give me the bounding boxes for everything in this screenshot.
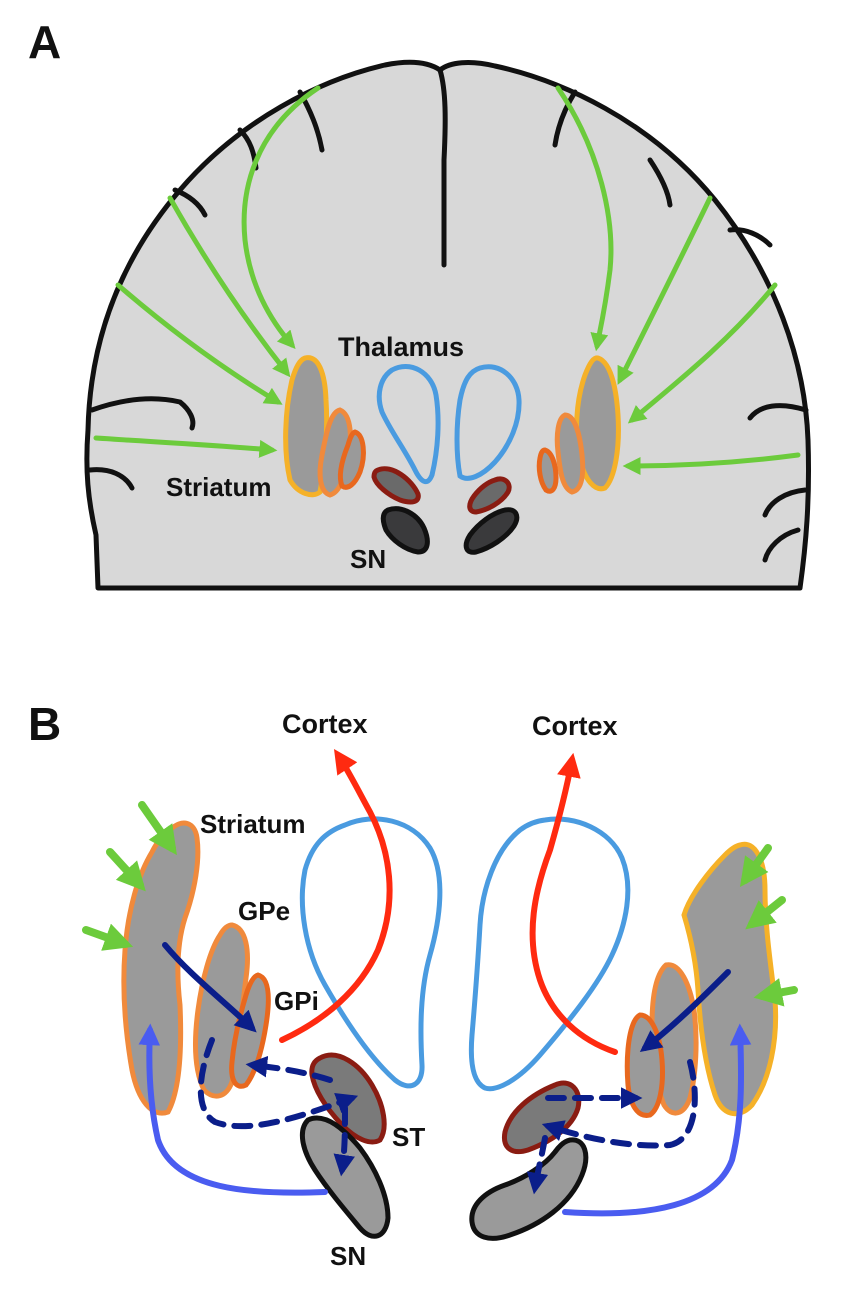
cortex-label-left: Cortex xyxy=(282,709,368,739)
panel-a-letter: A xyxy=(28,16,61,68)
thalamus-left-a xyxy=(376,363,441,485)
striatum-right-a xyxy=(574,355,621,492)
cortical-input-arrows-a xyxy=(93,85,801,475)
midline-fissure xyxy=(437,67,448,268)
cortical-input-arrows-b xyxy=(82,801,798,1007)
thalamus-left-b xyxy=(299,816,443,1089)
nigrostriatal-arrows xyxy=(138,1023,752,1217)
striatum-label-a: Striatum xyxy=(166,472,271,502)
thalamus-right-a xyxy=(454,364,522,481)
striatum-right-b xyxy=(681,841,779,1117)
sn-right-a xyxy=(463,507,520,555)
gpe-right-a xyxy=(554,412,586,495)
sn-label-b: SN xyxy=(330,1241,366,1271)
striatum-left-a xyxy=(283,355,330,498)
thalamus-right-b xyxy=(468,816,631,1092)
sn-right-b xyxy=(469,1137,589,1241)
gpe-label: GPe xyxy=(238,896,290,926)
gpi-right-a xyxy=(536,447,559,494)
panel-b-letter: B xyxy=(28,698,61,750)
gpi-label: GPi xyxy=(274,986,319,1016)
st-label: ST xyxy=(392,1122,425,1152)
sn-left-b xyxy=(299,1115,391,1239)
thalamocortical-arrows xyxy=(279,749,618,1055)
panel-a: A xyxy=(28,16,812,591)
st-left-a xyxy=(371,466,421,505)
sn-label-a: SN xyxy=(350,544,386,574)
brain-outline xyxy=(84,59,812,591)
direct-path-arrows xyxy=(162,942,731,1052)
thalamus-label: Thalamus xyxy=(338,332,464,362)
panel-b: B xyxy=(28,698,798,1271)
cortex-label-right: Cortex xyxy=(532,711,618,741)
indirect-path-arrows xyxy=(197,1037,698,1195)
st-right-a xyxy=(467,476,512,515)
gpi-left-a xyxy=(337,429,366,490)
sn-left-a xyxy=(380,506,430,555)
striatum-label-b: Striatum xyxy=(200,809,305,839)
